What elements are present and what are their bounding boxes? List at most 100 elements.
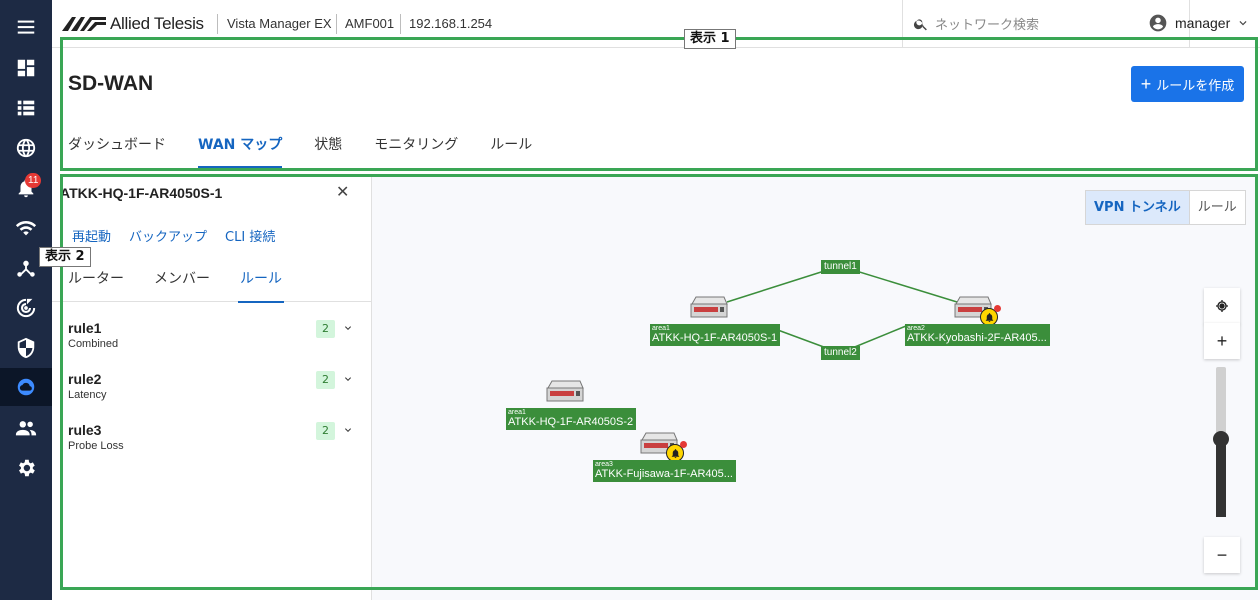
node-name: ATKK-Kyobashi-2F-AR405... [907,332,1047,344]
tab-dashboard[interactable]: ダッシュボード [68,137,166,153]
rule-name: rule2 [68,371,102,387]
router-node-label[interactable]: area3 ATKK-Fujisawa-1F-AR405... [593,460,736,482]
header-divider [336,14,337,34]
rule-list-item[interactable]: rule2 Latency 2 [68,371,358,411]
rule-type: Combined [68,338,119,350]
toggle-vpn-tunnel[interactable]: VPN トンネル [1086,191,1190,224]
network-topology-icon[interactable] [0,249,52,287]
network-search-input[interactable] [935,16,1155,32]
rule-count-badge: 2 [316,320,335,338]
router-node-label[interactable]: area1 ATKK-HQ-1F-AR4050S-2 [506,408,637,430]
tab-status[interactable]: 状態 [314,137,343,153]
zoom-slider-fill [1216,441,1226,517]
plus-icon: + [1140,73,1152,94]
gear-icon[interactable] [0,449,52,487]
router-icon [690,296,728,318]
node-area: area1 [652,325,670,332]
product-name: Vista Manager EX [227,16,332,31]
rule-type: Probe Loss [68,440,124,452]
create-rule-label: ルールを作成 [1156,78,1235,94]
reboot-link[interactable]: 再起動 [72,230,112,245]
top-header: Allied Telesis Vista Manager EX AMF001 1… [52,0,1260,48]
node-name: ATKK-Fujisawa-1F-AR405... [595,468,733,480]
backup-link[interactable]: バックアップ [129,230,208,245]
tunnel-label[interactable]: tunnel1 [821,260,860,274]
tab-wan-map[interactable]: WAN マップ [198,124,283,168]
allied-telesis-logo-icon [62,17,106,31]
radar-icon[interactable] [0,289,52,327]
user-menu[interactable]: manager [1148,13,1250,33]
node-name: ATKK-HQ-1F-AR4050S-1 [652,332,778,344]
tab-monitoring[interactable]: モニタリング [374,137,459,153]
brand-logo[interactable]: Allied Telesis [62,14,204,34]
zoom-out-button[interactable]: − [1204,537,1240,573]
rule-list-item[interactable]: rule1 Combined 2 [68,320,358,360]
dashboard-icon[interactable] [0,49,52,87]
toggle-rules[interactable]: ルール [1197,200,1237,215]
router-node-label[interactable]: area1 ATKK-HQ-1F-AR4050S-1 [650,324,781,346]
device-ip: 192.168.1.254 [409,16,493,31]
tunnel-label[interactable]: tunnel2 [821,346,860,360]
cloud-icon[interactable] [0,368,52,406]
rule-list-item[interactable]: rule3 Probe Loss 2 [68,422,358,462]
device-name: AMF001 [345,16,395,31]
router-icon [954,296,992,318]
main-tabs: ダッシュボード WAN マップ 状態 モニタリング ルール [68,124,564,168]
shield-icon[interactable] [0,329,52,367]
page-title: SD-WAN [68,72,154,95]
device-actions: 再起動 バックアップ CLI 接続 [72,226,293,245]
chevron-down-icon[interactable] [342,322,354,334]
rule-name: rule3 [68,422,102,438]
account-circle-icon [1149,14,1167,32]
notification-count-badge: 11 [25,173,42,188]
device-detail-panel: ATKK-HQ-1F-AR4050S-1 ✕ 再起動 バックアップ CLI 接続… [52,174,372,600]
map-view-toggle: VPN トンネル ルール [1085,190,1246,225]
rule-name: rule1 [68,320,102,336]
menu-icon[interactable] [0,8,52,46]
tab-router[interactable]: ルーター [68,271,124,287]
node-area: area3 [595,461,613,468]
router-icon [546,380,584,402]
wifi-icon[interactable] [0,209,52,247]
rule-type: Latency [68,389,107,401]
cli-connect-link[interactable]: CLI 接続 [225,230,276,245]
device-tabs: ルーター メンバー ルール [52,266,371,303]
node-area: area2 [907,325,925,332]
tab-device-rules[interactable]: ルール [238,266,284,303]
zoom-slider-handle[interactable] [1213,431,1229,447]
notifications-bell-icon[interactable]: 11 [0,169,52,207]
user-name: manager [1175,15,1231,31]
create-rule-button[interactable]: + ルールを作成 [1131,66,1244,102]
close-icon[interactable]: ✕ [336,182,350,201]
chevron-down-icon[interactable] [342,373,354,385]
search-icon [913,19,927,31]
router-node-label[interactable]: area2 ATKK-Kyobashi-2F-AR405... [905,324,1050,346]
alert-dot [994,305,1001,312]
display-2-highlight [60,174,1258,590]
display-1-highlight [60,37,1258,171]
people-icon[interactable] [0,409,52,447]
header-divider [400,14,401,34]
header-divider [217,14,218,34]
locate-button[interactable] [1204,288,1240,324]
rule-count-badge: 2 [316,371,335,389]
node-name: ATKK-HQ-1F-AR4050S-2 [508,416,634,428]
device-panel-title: ATKK-HQ-1F-AR4050S-1 [60,185,223,201]
chevron-down-icon [1239,21,1247,26]
list-icon[interactable] [0,89,52,127]
alert-dot [680,441,687,448]
rule-count-badge: 2 [316,422,335,440]
display-1-label: 表示 1 [684,29,736,49]
wan-map[interactable]: tunnel1 tunnel2 area1 ATKK-HQ-1F-AR4050S… [372,174,1260,600]
zoom-in-button[interactable]: + [1204,323,1240,359]
node-area: area1 [508,409,526,416]
sidebar: 11 [0,0,52,600]
brand-name: Allied Telesis [110,14,204,33]
chevron-down-icon[interactable] [342,424,354,436]
tab-members[interactable]: メンバー [154,271,210,287]
network-search [902,0,1190,48]
tab-rules[interactable]: ルール [490,137,533,153]
display-2-label: 表示 2 [39,247,91,267]
globe-icon[interactable] [0,129,52,167]
